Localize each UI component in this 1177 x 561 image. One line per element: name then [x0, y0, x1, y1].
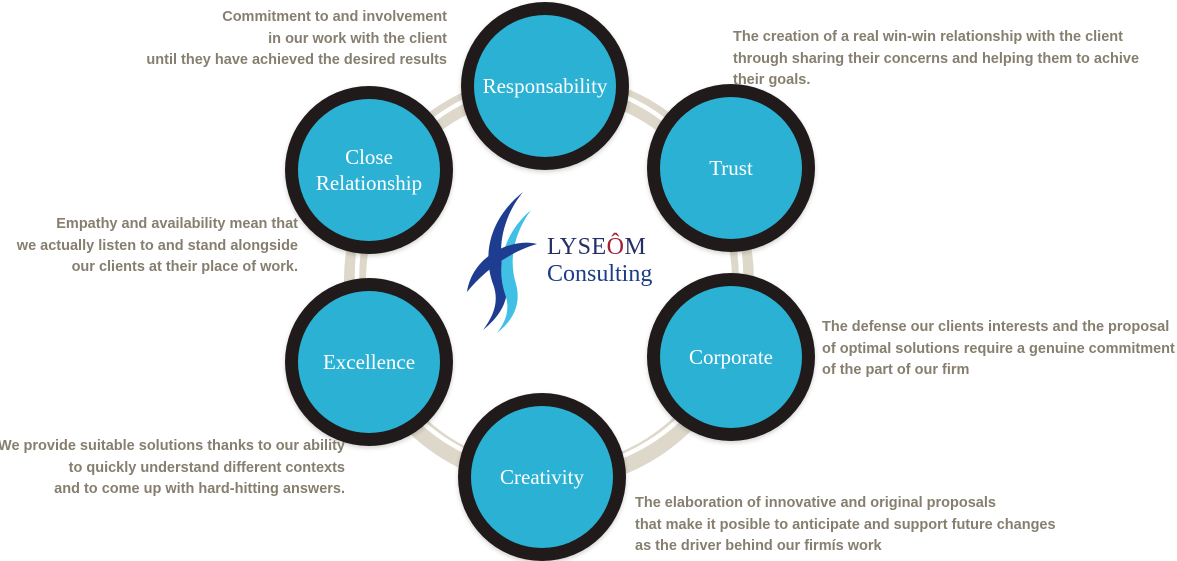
value-label-close-relationship: Close Relationship: [315, 144, 423, 195]
value-label-creativity: Creativity: [500, 464, 584, 489]
value-circle-close-relationship-face: Close Relationship: [298, 99, 440, 241]
note-excellence: We provide suitable solutions thanks to …: [0, 438, 345, 497]
company-name: LYSEÔM: [547, 234, 646, 261]
value-circle-excellence: Excellence: [285, 278, 453, 446]
value-circle-responsability: Responsability: [461, 2, 629, 170]
company-subtitle: Consulting: [547, 261, 653, 287]
value-label-corporate: Corporate: [689, 344, 773, 369]
value-label-trust: Trust: [709, 155, 753, 180]
value-circle-responsability-face: Responsability: [474, 15, 616, 157]
company-name-main: LYSE: [547, 234, 607, 260]
company-name-accent: Ô: [606, 234, 625, 260]
note-corporate: The defense our clients interests and th…: [822, 319, 1175, 378]
value-label-responsability: Responsability: [482, 73, 608, 98]
value-circle-creativity-face: Creativity: [471, 406, 613, 548]
note-trust: The creation of a real win-win relations…: [733, 29, 1140, 88]
value-circle-trust-face: Trust: [660, 97, 802, 239]
watermark-cover: [938, 546, 1177, 561]
company-logo: [463, 188, 540, 333]
logo-swoosh-icon: [467, 192, 537, 333]
value-circle-creativity: Creativity: [458, 393, 626, 561]
value-circle-corporate: Corporate: [647, 273, 815, 441]
company-name-end: M: [624, 234, 647, 260]
value-circle-close-relationship: Close Relationship: [285, 86, 453, 254]
value-circle-excellence-face: Excellence: [298, 291, 440, 433]
note-responsability: Commitment to and involvement in our wor…: [146, 9, 447, 68]
value-circle-corporate-face: Corporate: [660, 286, 802, 428]
note-creativity: The elaboration of innovative and origin…: [635, 495, 1056, 554]
value-label-excellence: Excellence: [322, 349, 416, 374]
note-close-relationship: Empathy and availability mean that we ac…: [16, 216, 298, 275]
value-circle-trust: Trust: [647, 84, 815, 252]
